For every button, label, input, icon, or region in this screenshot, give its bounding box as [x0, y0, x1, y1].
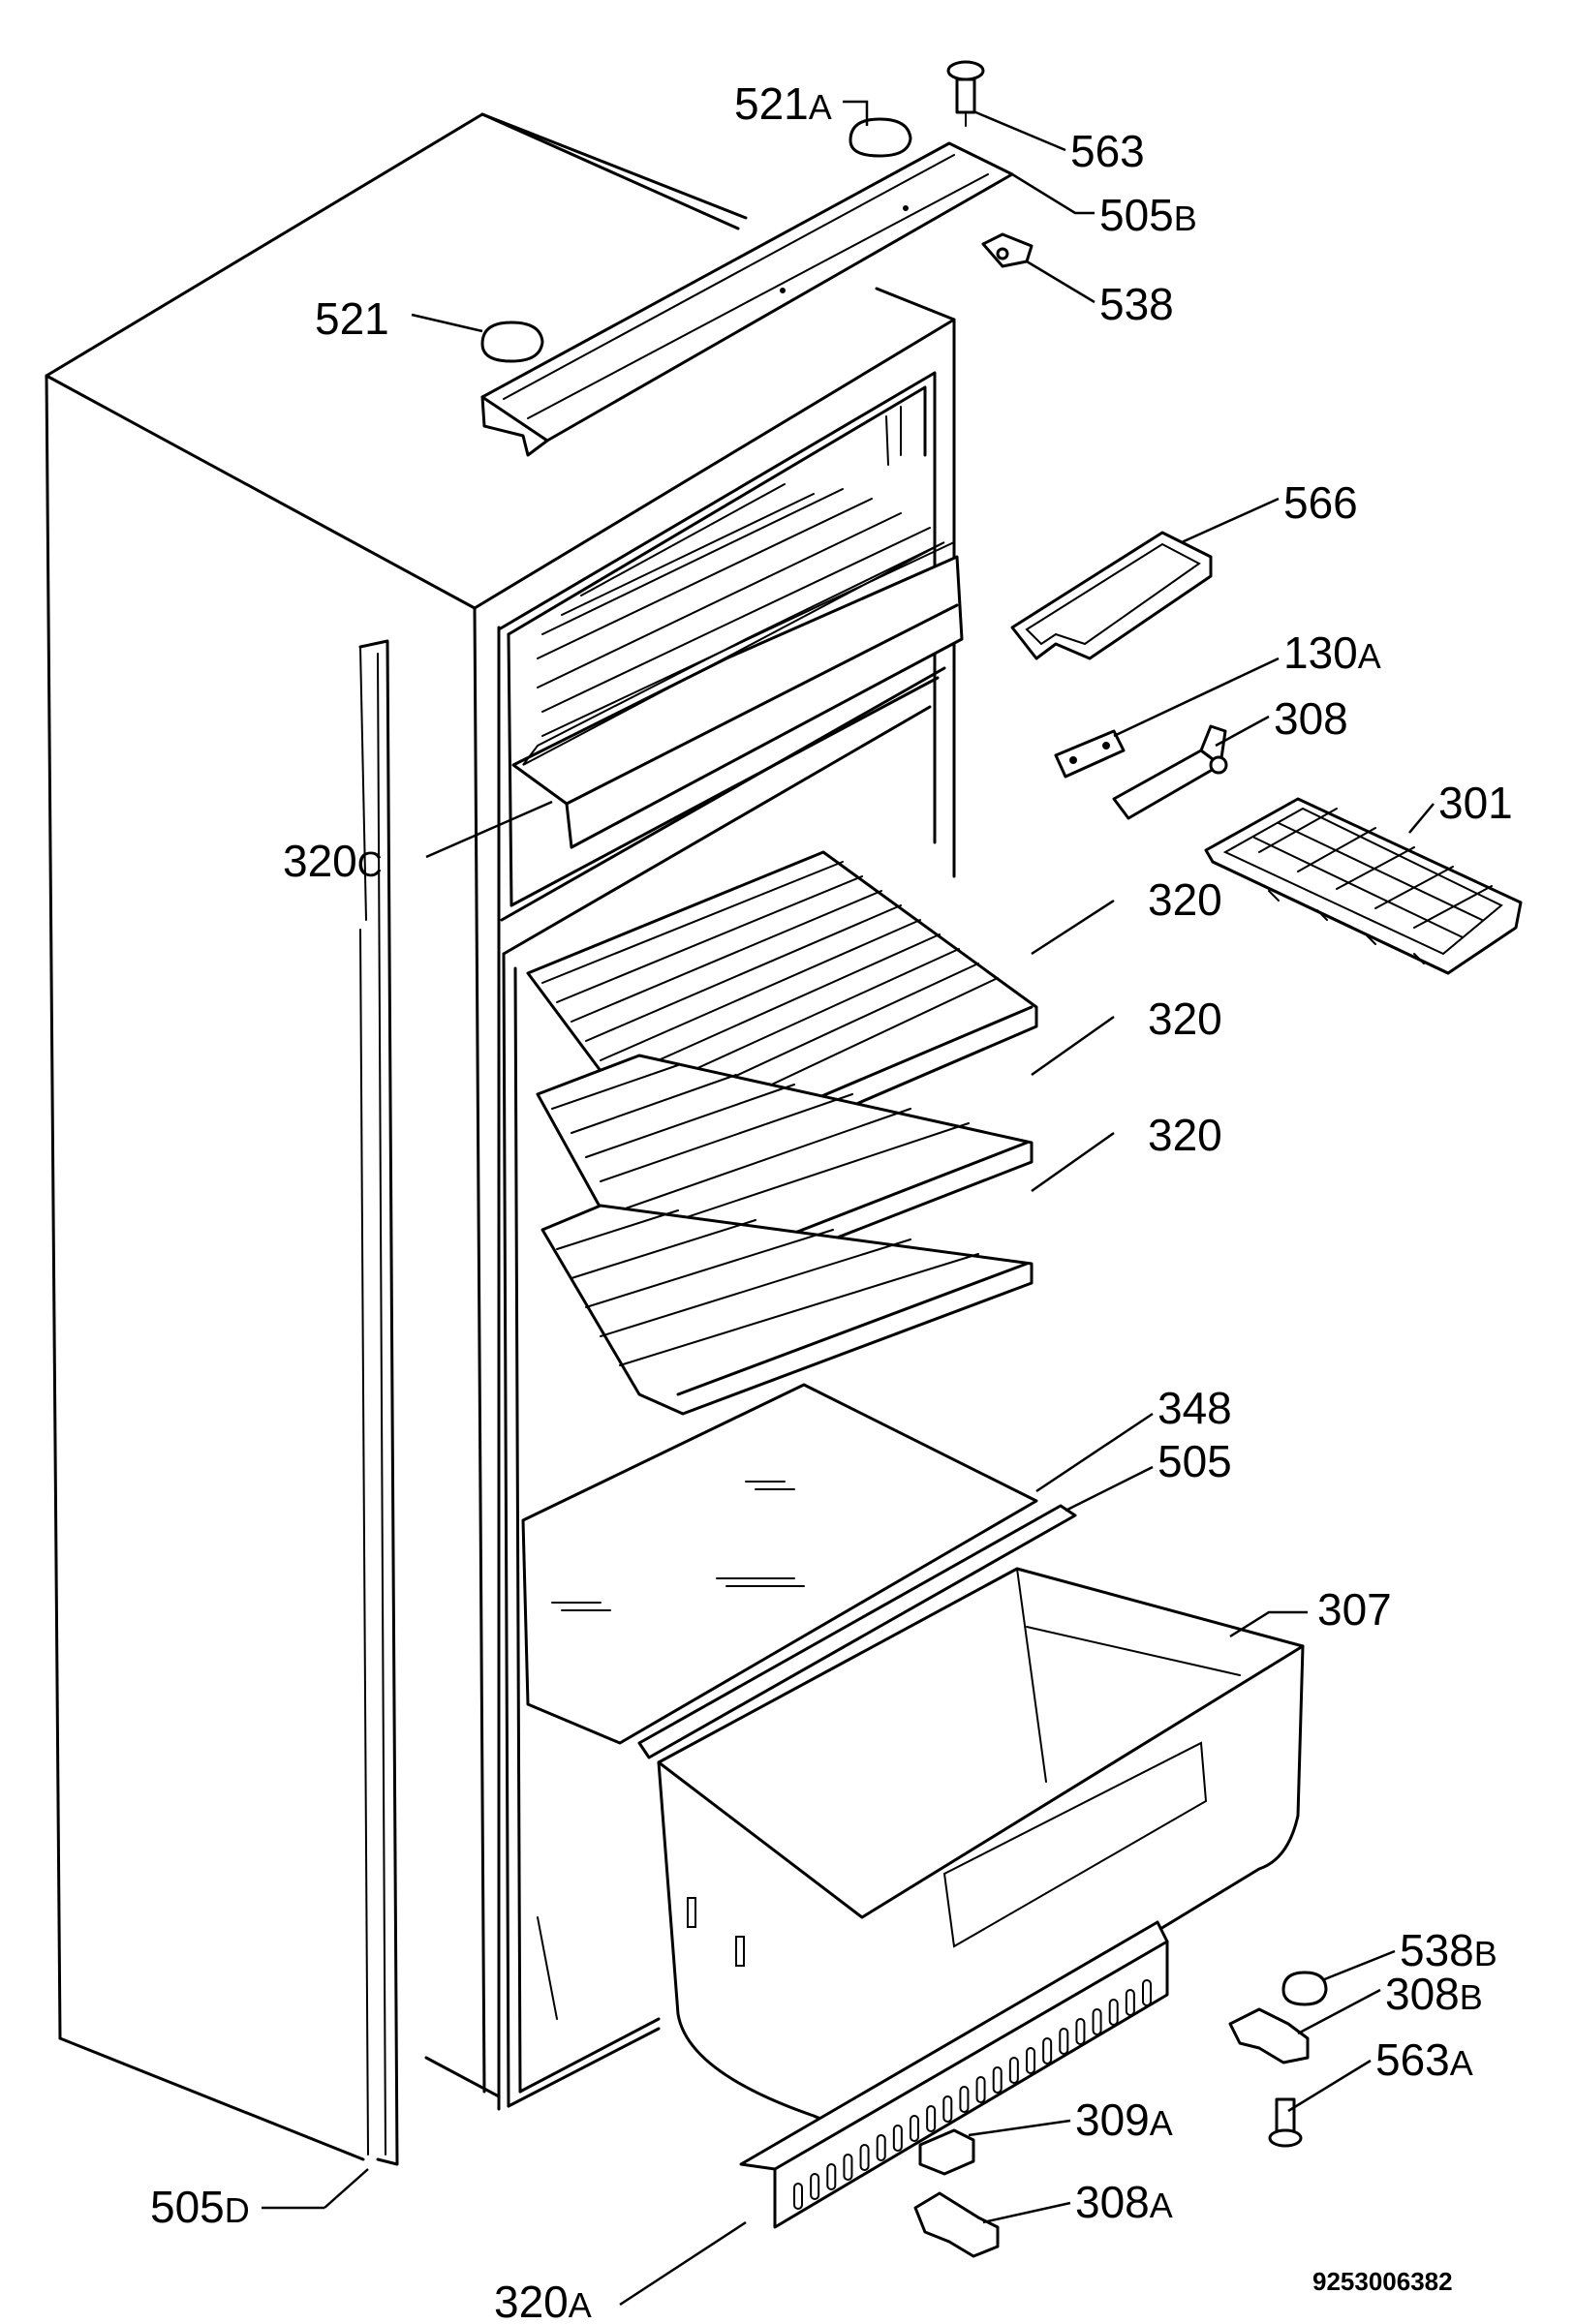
- label-320-upper: 320: [1148, 874, 1222, 925]
- label-505: 505: [1157, 1436, 1232, 1486]
- door-gasket-505d: [358, 639, 399, 2166]
- label-308: 308: [1274, 693, 1348, 744]
- label-308b: 308B: [1385, 1969, 1483, 2019]
- label-320-middle: 320: [1148, 994, 1222, 1044]
- grille-slot: [1125, 1989, 1135, 2016]
- hinge-308a: [913, 2191, 1000, 2258]
- label-309a: 309A: [1075, 2095, 1173, 2145]
- document-number: 9253006382: [1312, 2267, 1453, 2296]
- grille-slot: [876, 2134, 886, 2161]
- grille-slot: [975, 2076, 986, 2103]
- grille-slot: [1092, 2008, 1102, 2035]
- freezer-shelf-320c: [511, 483, 964, 849]
- label-307: 307: [1317, 1584, 1392, 1635]
- grille-slot: [793, 2183, 803, 2210]
- label-320-lower: 320: [1148, 1110, 1222, 1160]
- clip-309a: [918, 2128, 975, 2176]
- ice-tray-301: [1204, 797, 1523, 975]
- grille-slot: [1108, 1999, 1119, 2026]
- top-cover-bar: [480, 141, 1014, 457]
- grille-slot: [1059, 2028, 1069, 2055]
- label-538b: 538B: [1400, 1925, 1497, 1975]
- grille-slot: [843, 2154, 853, 2181]
- label-566: 566: [1283, 477, 1358, 528]
- grille-slot: [1026, 2047, 1035, 2074]
- glass-shelf-348: [521, 1383, 1038, 1745]
- grille-slot: [926, 2105, 937, 2132]
- grille-slot: [959, 2086, 970, 2113]
- label-505d: 505D: [150, 2182, 250, 2232]
- label-563a: 563A: [1375, 2034, 1473, 2085]
- grille-slot: [1075, 2018, 1086, 2045]
- label-521a: 521A: [734, 78, 832, 129]
- cap-521: [480, 321, 544, 363]
- grille-slot: [1008, 2057, 1019, 2084]
- grille-320a: [739, 1920, 1169, 2229]
- grille-slot: [910, 2115, 919, 2142]
- label-505b: 505B: [1099, 190, 1197, 240]
- cap-521a: [849, 117, 912, 158]
- freezer-flap-566: [1010, 531, 1213, 660]
- hinge-538: [981, 232, 1034, 268]
- label-320c: 320C: [283, 836, 383, 886]
- hinge-308: [1112, 724, 1228, 820]
- hinge-308b: [1228, 2007, 1310, 2064]
- label-563: 563: [1070, 126, 1145, 176]
- label-130a: 130A: [1283, 627, 1381, 678]
- leader-lines: [262, 100, 1435, 2307]
- grille-slot: [1142, 1979, 1152, 2006]
- grille-slot: [942, 2095, 953, 2123]
- label-348: 348: [1157, 1383, 1232, 1433]
- grille-slot: [892, 2125, 903, 2152]
- grille-slot: [1042, 2037, 1053, 2064]
- plate-130a: [1054, 729, 1126, 779]
- label-320a: 320A: [494, 2277, 592, 2324]
- shelf-320-lower: [540, 1204, 1034, 1416]
- label-521: 521: [315, 293, 389, 344]
- grille-slot: [810, 2173, 820, 2200]
- label-538: 538: [1099, 279, 1174, 329]
- callout-labels: 521A 563 505B 538 521 566 130A 308 301 3…: [150, 78, 1513, 2324]
- grille-slot: [992, 2066, 1003, 2094]
- cabinet-body: [45, 112, 956, 2161]
- grille-slot: [826, 2163, 837, 2190]
- grille-slot: [859, 2144, 870, 2171]
- label-308a: 308A: [1075, 2177, 1173, 2227]
- shelf-trim-505: [637, 1504, 1077, 1759]
- pin-563: [946, 60, 985, 127]
- pin-563a: [1268, 2097, 1303, 2148]
- label-301: 301: [1438, 778, 1513, 828]
- crisper-drawer-307: [657, 1567, 1305, 2123]
- hinge-cover-538b: [1281, 1971, 1328, 2006]
